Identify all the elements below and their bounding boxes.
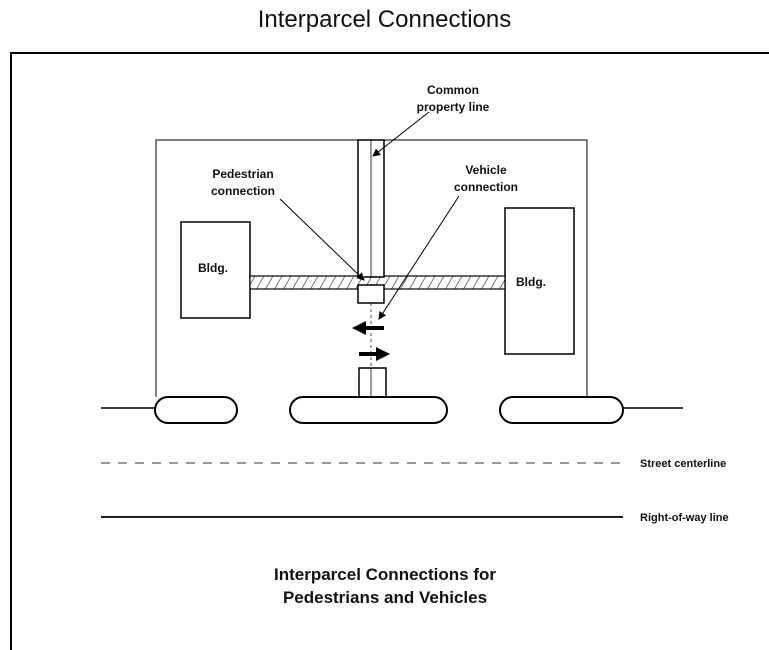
diagram-caption: Interparcel Connections for Pedestrians … [274,565,496,607]
street-island-right [499,396,624,424]
svg-text:Interparcel Connections for: Interparcel Connections for [274,565,496,584]
svg-text:connection: connection [454,180,518,194]
left-arrow-icon [352,321,384,335]
street-centerline-label: Street centerline [640,458,726,470]
page-title: Interparcel Connections [257,6,512,33]
svg-text:Common: Common [427,83,479,97]
driveway-stub [358,367,387,399]
building-left [180,221,251,319]
figure-frame [10,52,769,650]
svg-text:Pedestrians and Vehicles: Pedestrians and Vehicles [283,588,487,607]
street-island-center [289,396,448,424]
pedestrian-connection-label: Pedestrian connection [211,167,275,198]
building-left-label: Bldg. [198,261,228,275]
vehicle-connection-label: Vehicle connection [454,163,518,194]
svg-text:property line: property line [417,100,490,114]
svg-text:Pedestrian: Pedestrian [212,167,273,181]
vehicle-connection-pointer [378,195,460,320]
building-right-label: Bldg. [516,275,546,289]
common-property-line-pointer [372,111,430,157]
common-property-line-label: Common property line [417,83,490,114]
pedestrian-connection-box [357,284,385,304]
street-island-left [154,396,238,424]
right-of-way-line-label: Right-of-way line [640,512,729,524]
pedestrian-connection-pointer [279,198,365,281]
building-right [504,207,575,355]
svg-text:connection: connection [211,184,275,198]
svg-text:Vehicle: Vehicle [465,163,507,177]
right-arrow-icon [359,347,390,361]
